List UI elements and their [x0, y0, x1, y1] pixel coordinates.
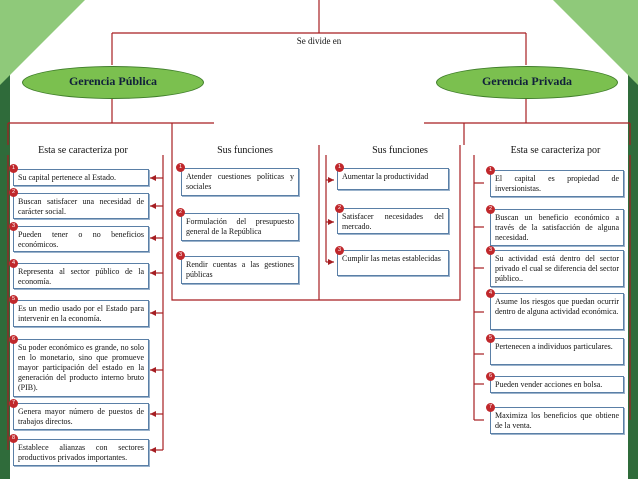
item-number-badge: 2: [9, 188, 18, 197]
item-number-badge: 6: [486, 372, 495, 381]
item-number-badge: 7: [486, 403, 495, 412]
list-item: Pueden vender acciones en bolsa.: [490, 376, 624, 393]
publica-caracteristicas-heading: Esta se caracteriza por: [18, 145, 148, 157]
list-item: Formulación del presupuesto general de l…: [181, 213, 299, 241]
list-item: Satisfacer necesidades del mercado.: [337, 208, 449, 234]
list-item: Pertenecen a individuos particulares.: [490, 338, 624, 365]
list-item: Su actividad está dentro del sector priv…: [490, 250, 624, 287]
list-item: El capital es propiedad de inversionista…: [490, 170, 624, 197]
item-number-badge: 4: [9, 259, 18, 268]
item-number-badge: 8: [9, 434, 18, 443]
item-number-badge: 5: [9, 295, 18, 304]
divide-label: Se divide en: [279, 36, 359, 47]
list-item: Atender cuestiones políticas y sociales: [181, 168, 299, 196]
item-number-badge: 7: [9, 399, 18, 408]
list-item: Genera mayor número de puestos de trabaj…: [13, 403, 149, 430]
privada-caracteristicas-heading: Esta se caracteriza por: [488, 145, 623, 157]
list-item: Rendir cuentas a las gestiones públicas: [181, 256, 299, 284]
item-number-badge: 3: [9, 222, 18, 231]
list-item: Representa al sector público de la econo…: [13, 263, 149, 289]
item-number-badge: 1: [9, 164, 18, 173]
publica-funciones-heading: Sus funciones: [190, 145, 300, 157]
item-number-badge: 1: [486, 166, 495, 175]
right-decorative-band: [628, 0, 638, 479]
item-number-badge: 3: [176, 251, 185, 260]
list-item: Su capital pertenece al Estado.: [13, 169, 149, 186]
item-number-badge: 1: [335, 163, 344, 172]
item-number-badge: 1: [176, 163, 185, 172]
item-number-badge: 6: [9, 335, 18, 344]
item-number-badge: 4: [486, 289, 495, 298]
item-number-badge: 2: [176, 208, 185, 217]
list-item: Su poder económico es grande, no solo en…: [13, 339, 149, 397]
left-decorative-band: [0, 0, 10, 479]
list-item: Maximiza los beneficios que obtiene de l…: [490, 407, 624, 434]
list-item: Es un medio usado por el Estado para int…: [13, 300, 149, 327]
item-number-badge: 2: [486, 205, 495, 214]
list-item: Buscan satisfacer una necesidad de carác…: [13, 193, 149, 219]
list-item: Asume los riesgos que puedan ocurrir den…: [490, 293, 624, 330]
list-item: Pueden tener o no beneficios económicos.: [13, 226, 149, 252]
item-number-badge: 3: [486, 246, 495, 255]
privada-funciones-heading: Sus funciones: [345, 145, 455, 157]
gerencia-privada-node: Gerencia Privada: [436, 66, 618, 99]
gerencia-publica-node: Gerencia Pública: [22, 66, 204, 99]
list-item: Buscan un beneficio económico a través d…: [490, 209, 624, 246]
list-item: Establece alianzas con sectores producti…: [13, 439, 149, 466]
item-number-badge: 5: [486, 334, 495, 343]
item-number-badge: 2: [335, 204, 344, 213]
item-number-badge: 3: [335, 246, 344, 255]
list-item: Cumplir las metas establecidas: [337, 250, 449, 276]
list-item: Aumentar la productividad: [337, 168, 449, 190]
